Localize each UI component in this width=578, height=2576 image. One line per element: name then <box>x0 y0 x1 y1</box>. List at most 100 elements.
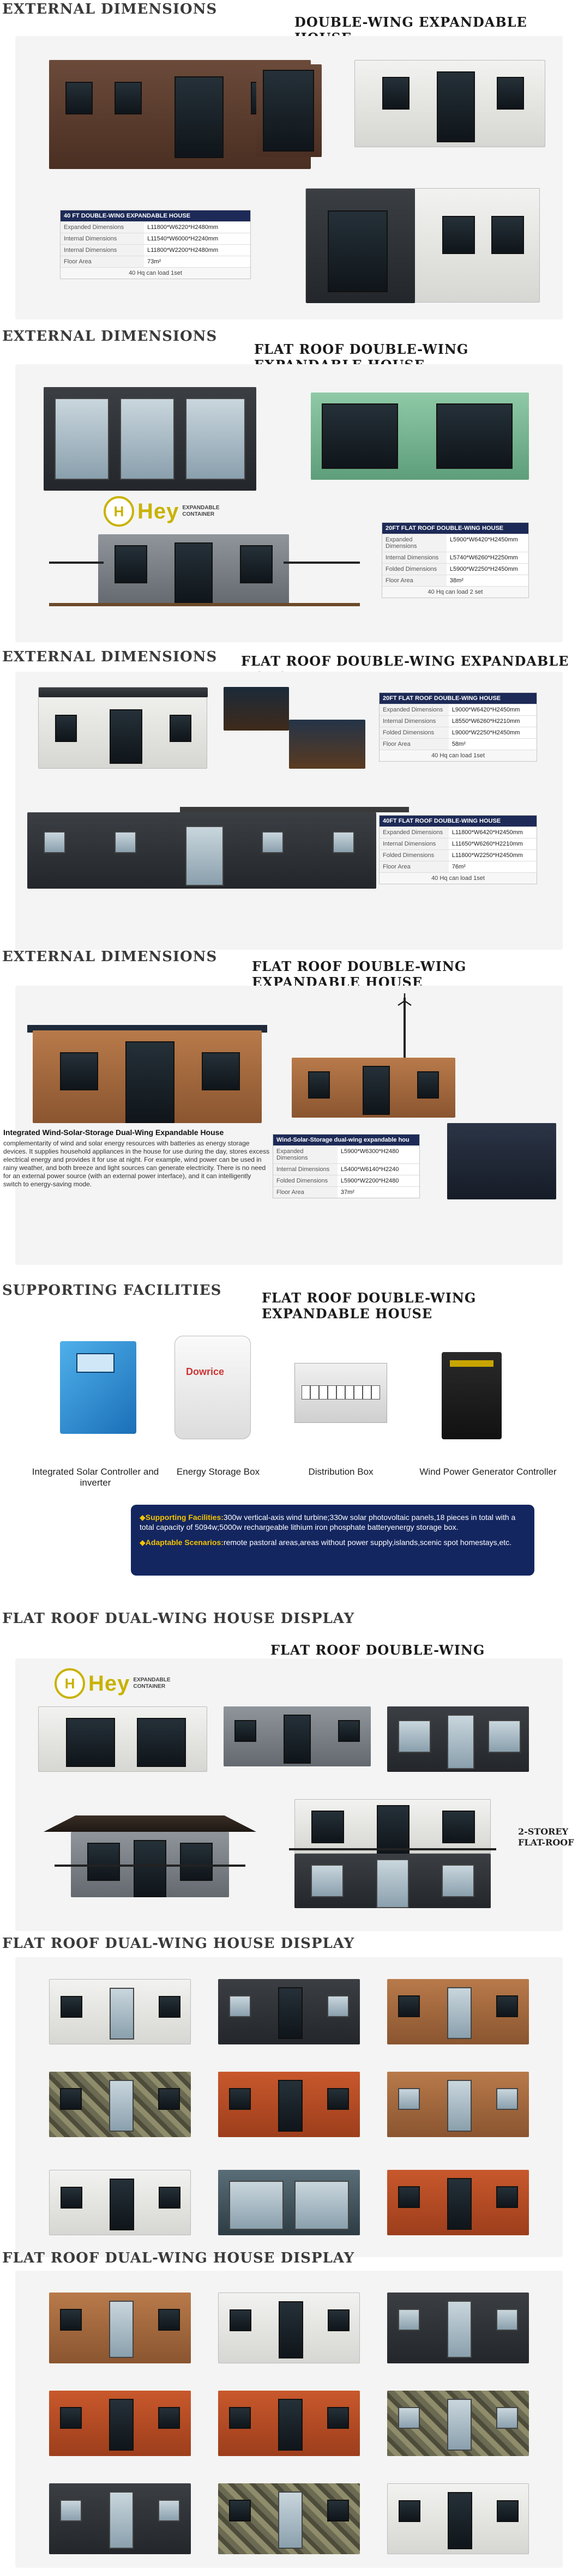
device-label: Energy Storage Box <box>176 1467 260 1477</box>
spec-table: 20FT FLAT ROOF DOUBLE-WING HOUSE Expande… <box>382 522 529 598</box>
spec-footer: 40 Hq can load 1set <box>380 872 537 884</box>
section-external-dimensions-1: EXTERNAL DIMENSIONS DOUBLE-WING EXPANDAB… <box>0 0 578 327</box>
brand-tag: EXPANDABLE CONTAINER <box>133 1677 171 1690</box>
wind-turbine-icon <box>396 992 413 1010</box>
spec-value: L11800*W2200*H2480mm <box>147 247 219 254</box>
spec-value: 73m² <box>147 258 161 265</box>
section-title: EXTERNAL DIMENSIONS <box>2 649 218 665</box>
spec-key: Floor Area <box>273 1187 338 1198</box>
display-house <box>218 2072 360 2137</box>
spec-header: 40FT FLAT ROOF DOUBLE-WING HOUSE <box>380 816 537 827</box>
display-house-2-storey-top <box>294 1799 491 1854</box>
spec-value: 58m² <box>451 741 466 747</box>
spec-table-a: 20FT FLAT ROOF DOUBLE-WING HOUSE Expande… <box>379 692 537 762</box>
facilities-info-box: ◆Supporting Facilities:300w vertical-axi… <box>131 1505 534 1576</box>
display-house <box>218 2170 360 2235</box>
spec-key: Folded Dimensions <box>273 1175 338 1186</box>
house-glass-dark <box>44 387 256 491</box>
display-house-1 <box>38 1706 207 1772</box>
deck-rail <box>284 562 360 564</box>
spec-value: 76m² <box>451 864 466 870</box>
spec-value: L9000*W2250*H2450mm <box>451 729 520 736</box>
balcony-rail <box>289 1848 496 1850</box>
diamond-icon: ◆ <box>140 1538 146 1547</box>
deck-rail <box>55 1865 245 1867</box>
spec-table-b: 40FT FLAT ROOF DOUBLE-WING HOUSE Expande… <box>379 815 537 884</box>
spec-table: Wind-Solar-Storage dual-wing expandable … <box>273 1134 420 1198</box>
product-description: complementarity of wind and solar energy… <box>3 1139 270 1188</box>
spec-value: L5900*W6420*H2450mm <box>449 536 518 543</box>
house-night-2 <box>289 720 365 769</box>
spec-key: Expanded Dimensions <box>61 222 144 233</box>
distribution-box-device <box>294 1363 387 1423</box>
gable-roof <box>44 1815 256 1832</box>
section-house-display-2: FLAT ROOF DUAL-WING HOUSE DISPLAY <box>0 1935 578 2263</box>
house-solar-roof <box>447 1123 556 1199</box>
spec-value: L5740*W6260*H2250mm <box>449 554 518 561</box>
brand-logo: H Hey EXPANDABLE CONTAINER <box>104 496 220 527</box>
device-label: Integrated Solar Controller and inverter <box>32 1467 159 1488</box>
deck-floor <box>49 603 360 606</box>
spec-key: Expanded Dimensions <box>273 1146 338 1163</box>
house-white-flat <box>38 687 208 769</box>
section-title: FLAT ROOF DUAL-WING HOUSE DISPLAY <box>2 1935 355 1952</box>
section-house-display-3: FLAT ROOF DUAL-WING HOUSE DISPLAY <box>0 2249 578 2576</box>
section-house-display-1: FLAT ROOF DUAL-WING HOUSE DISPLAY FLAT R… <box>0 1608 578 1935</box>
spec-value: L11800*W2250*H2450mm <box>451 852 523 859</box>
spec-footer: 40 Hq can load 1set <box>380 750 537 761</box>
display-house <box>218 1979 360 2044</box>
spec-key: Floor Area <box>380 739 449 750</box>
section-subtitle: FLAT ROOF DOUBLE-WING EXPANDABLE HOUSE <box>241 653 569 685</box>
house-dark-wide <box>27 812 376 889</box>
section-title: FLAT ROOF DUAL-WING HOUSE DISPLAY <box>2 1610 355 1627</box>
section-external-dimensions-3: EXTERNAL DIMENSIONS FLAT ROOF DOUBLE-WIN… <box>0 649 578 954</box>
house-deck <box>98 534 289 605</box>
spec-value: L8550*W6260*H2210mm <box>451 718 520 725</box>
display-house <box>218 2293 360 2363</box>
display-house-2 <box>224 1706 371 1766</box>
section-title: EXTERNAL DIMENSIONS <box>2 949 218 965</box>
spec-value: L11540*W6000*H2240mm <box>147 236 219 242</box>
house-green-interior <box>311 393 529 480</box>
brand-logo: H Hey EXPANDABLE CONTAINER <box>55 1668 171 1699</box>
house-wood-small <box>292 1058 455 1118</box>
energy-storage-box: Dowrice <box>174 1336 251 1439</box>
spec-value: L5900*W6300*H2480 <box>340 1148 399 1155</box>
storey-label: 2-STOREY FLAT-ROOF <box>518 1826 574 1848</box>
section-title: EXTERNAL DIMENSIONS <box>2 1 218 17</box>
brand-badge-icon: H <box>55 1668 85 1699</box>
spec-value: L5900*W2250*H2450mm <box>449 566 518 572</box>
spec-key: Internal Dimensions <box>273 1164 338 1175</box>
spec-key: Internal Dimensions <box>61 245 144 256</box>
display-house <box>49 2391 191 2456</box>
display-house <box>387 2072 529 2137</box>
spec-key: Folded Dimensions <box>380 850 449 861</box>
spec-key: Internal Dimensions <box>382 552 447 563</box>
scenes-value: remote pastoral areas,areas without powe… <box>223 1538 512 1547</box>
display-house <box>387 2391 529 2456</box>
spec-value: L5400*W6140*H2240 <box>340 1166 399 1173</box>
deck-rail <box>49 562 104 564</box>
spec-value: L11800*W6420*H2450mm <box>451 829 523 836</box>
spec-key: Folded Dimensions <box>382 564 447 575</box>
section-subtitle: FLAT ROOF DOUBLE-WING EXPANDABLE HOUSE <box>262 1290 477 1322</box>
section-title: SUPPORTING FACILITIES <box>2 1282 222 1299</box>
spec-footer: 40 Hq can load 1set <box>61 267 250 279</box>
house-wood-wind-solar <box>33 1030 262 1123</box>
wind-turbine-mast <box>404 998 406 1058</box>
spec-value: L11650*W6260*H2210mm <box>451 841 523 847</box>
spec-table: 40 FT DOUBLE-WING EXPANDABLE HOUSE Expan… <box>60 210 251 279</box>
spec-key: Internal Dimensions <box>380 838 449 849</box>
brand-badge-icon: H <box>104 496 134 527</box>
section-title: FLAT ROOF DUAL-WING HOUSE DISPLAY <box>2 2250 355 2266</box>
display-house <box>49 1979 191 2044</box>
display-house <box>218 2483 360 2554</box>
spec-footer: 40 Hq can load 2 set <box>382 586 528 598</box>
spec-value: 38m² <box>449 577 463 584</box>
section-external-dimensions-4: EXTERNAL DIMENSIONS FLAT ROOF DOUBLE-WIN… <box>0 949 578 1270</box>
scenes-key: Adaptable Scenarios: <box>145 1538 224 1547</box>
device-label: Wind Power Generator Controller <box>419 1467 557 1477</box>
display-house <box>387 2293 529 2363</box>
spec-value: L11800*W6220*H2480mm <box>147 224 219 231</box>
spec-header: 20FT FLAT ROOF DOUBLE-WING HOUSE <box>382 523 528 534</box>
